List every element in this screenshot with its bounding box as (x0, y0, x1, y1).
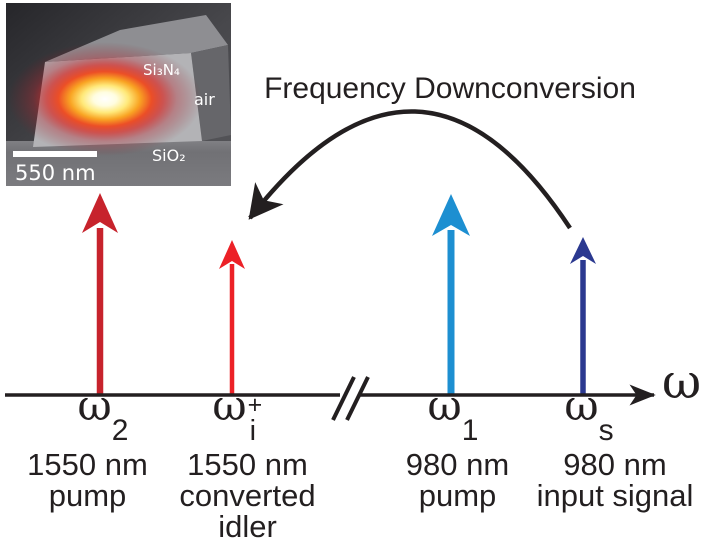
signal-arrowhead-icon (570, 237, 596, 264)
mode-glow (8, 42, 202, 156)
axis-break-slash-1 (331, 376, 356, 421)
caption-line: pump (48, 478, 127, 513)
omega1-label: ω1 (408, 385, 498, 446)
omega-s-subscript: s (598, 414, 614, 447)
omega1-symbol: ω (427, 381, 462, 430)
figure-title: Frequency Downconversion (264, 72, 636, 105)
omega2-symbol: ω (77, 381, 112, 430)
caption-line: idler (218, 509, 277, 544)
material-label-si3n4: Si₃N₄ (143, 61, 180, 79)
caption-idler: 1550 nm converted idler (165, 449, 330, 542)
caption-line: 980 nm (563, 447, 667, 482)
caption-line: 1550 nm (27, 447, 148, 482)
omega-idler-superscript: + (247, 391, 263, 419)
omega-idler-label: ω+i (193, 385, 283, 447)
pump-980-arrowhead-icon (432, 194, 470, 236)
caption-signal: 980 nm input signal (510, 449, 720, 511)
caption-line: input signal (536, 478, 694, 513)
scale-bar-label: 550 nm (15, 161, 96, 185)
omega2-subscript: 2 (111, 414, 129, 447)
scale-bar (13, 151, 97, 157)
material-label-sio2: SiO₂ (152, 146, 186, 165)
omega1-subscript: 1 (461, 414, 479, 447)
caption-line: converted (179, 478, 316, 513)
downconversion-arrow (248, 109, 572, 230)
caption-pump-1550: 1550 nm pump (5, 449, 170, 511)
caption-pump-980: 980 nm pump (375, 449, 540, 511)
caption-line: 980 nm (405, 447, 510, 482)
axis-break-slash-2 (345, 376, 370, 421)
caption-line: 1550 nm (187, 447, 308, 482)
omega-s-symbol: ω (564, 381, 599, 430)
omega-idler-scripts: +i (247, 391, 264, 447)
material-label-air: air (194, 90, 215, 109)
caption-line: pump (418, 478, 497, 513)
omega-idler-subscript: i (249, 415, 257, 447)
idler-arrowhead-icon (219, 240, 245, 269)
omega-s-label: ωs (544, 385, 634, 446)
pump-1550-arrowhead-icon (82, 193, 118, 233)
sem-inset: Si₃N₄ air SiO₂ 550 nm (6, 3, 231, 186)
omega2-label: ω2 (58, 385, 148, 446)
waveguide-right-face (191, 45, 231, 141)
omega-idler-symbol: ω (212, 381, 247, 430)
axis-omega-label: ω (662, 354, 702, 410)
